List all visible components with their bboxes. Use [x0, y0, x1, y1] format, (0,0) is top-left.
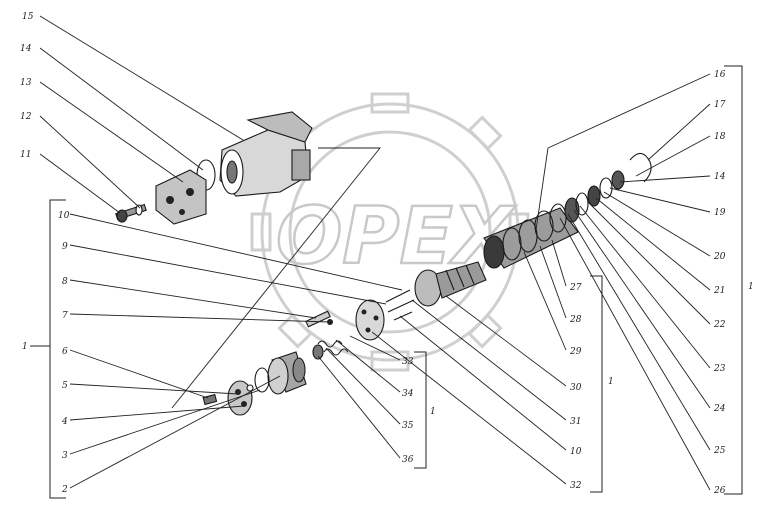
watermark-gear-icon [250, 92, 530, 372]
callout-10-left: 10 [58, 211, 70, 221]
callout-6: 6 [62, 347, 68, 357]
part-pin [202, 393, 218, 406]
part-rods [385, 289, 415, 321]
brackets [30, 65, 743, 499]
part-piston-stack [483, 170, 625, 269]
part-bolt [115, 203, 147, 223]
callout-27: 27 [569, 283, 582, 293]
callout-1-mid: 1 [608, 377, 614, 387]
callout-1-left: 1 [22, 342, 28, 352]
callout-1-right: 1 [748, 282, 754, 292]
callout-15: 15 [22, 12, 34, 22]
callout-32: 32 [570, 481, 582, 491]
callout-7: 7 [62, 311, 68, 321]
callout-35: 35 [402, 421, 414, 431]
callout-9: 9 [62, 242, 68, 252]
callout-3: 3 [62, 451, 68, 461]
callout-26: 26 [713, 486, 726, 496]
callout-31: 31 [570, 417, 581, 427]
callout-23: 23 [713, 364, 726, 374]
callout-10-right: 10 [570, 447, 582, 457]
callout-36: 36 [402, 455, 414, 465]
callout-12: 12 [20, 112, 32, 122]
callout-22: 22 [713, 320, 726, 330]
callout-5: 5 [62, 381, 68, 391]
callout-11: 11 [20, 150, 31, 160]
callout-28: 28 [569, 315, 582, 325]
callout-25: 25 [713, 446, 726, 456]
callout-21: 21 [713, 286, 725, 296]
part-valve-plate [227, 380, 254, 416]
part-disc [355, 299, 385, 341]
callout-13: 13 [20, 78, 32, 88]
callout-17: 17 [714, 100, 726, 110]
callout-18: 18 [714, 132, 726, 142]
callout-4: 4 [61, 417, 68, 427]
callout-30: 30 [570, 383, 582, 393]
callout-16: 16 [714, 70, 726, 80]
leader-lines [39, 15, 711, 491]
part-pin-set [305, 310, 333, 328]
callout-14-right: 14 [714, 172, 726, 182]
part-spring-assembly [312, 340, 349, 360]
part-drive-shaft [414, 261, 487, 307]
part-cylinder-bottom [267, 351, 307, 395]
callout-29: 29 [569, 347, 582, 357]
part-housing [219, 111, 313, 197]
callout-labels: 15 14 13 12 11 10 9 8 7 6 5 4 3 2 1 16 1… [20, 12, 754, 496]
callout-8: 8 [62, 277, 68, 287]
part-ring-bottom [254, 367, 270, 393]
callout-2: 2 [61, 485, 68, 495]
callout-14-left: 14 [20, 44, 32, 54]
part-flange-cover [155, 169, 207, 225]
callout-24: 24 [713, 404, 726, 414]
callout-33: 33 [402, 357, 414, 367]
part-snap-ring [629, 152, 652, 183]
callout-19: 19 [714, 208, 726, 218]
callout-20: 20 [713, 252, 726, 262]
callout-34: 34 [402, 389, 414, 399]
callout-1-small: 1 [430, 407, 436, 417]
